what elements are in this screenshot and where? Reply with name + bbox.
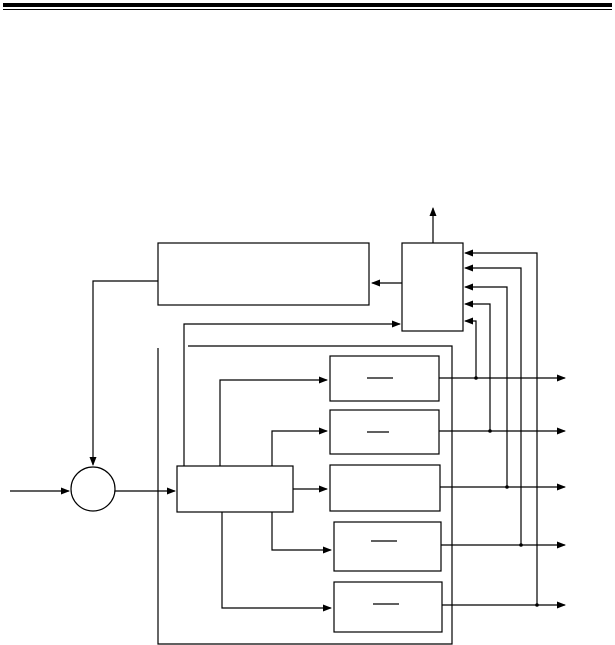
- tap-5: [464, 249, 538, 605]
- output-block-4: [333, 521, 442, 572]
- center-to-control-arrow: [183, 320, 401, 466]
- header-rule: [3, 3, 612, 10]
- branch-to-block-2: [271, 427, 328, 466]
- top-wide-block: [157, 242, 370, 306]
- tap-dot-5: [535, 603, 539, 607]
- tap-dot-3: [505, 485, 509, 489]
- summing-junction: [70, 466, 116, 512]
- top-right-block: [401, 242, 464, 332]
- tap-dot-4: [519, 543, 523, 547]
- tap-dot-1: [474, 376, 478, 380]
- output-block-2: [329, 409, 440, 455]
- tap-3: [464, 283, 508, 487]
- output-block-3: [329, 464, 441, 512]
- branch-to-block-1: [219, 376, 328, 466]
- tap-1: [464, 317, 477, 378]
- center-block: [176, 465, 294, 513]
- output-block-5: [333, 581, 443, 633]
- tap-dot-2: [488, 429, 492, 433]
- tap-4: [464, 264, 522, 545]
- tap-2: [464, 300, 491, 431]
- outer-frame: [157, 345, 453, 645]
- feedback-arrow: [89, 280, 158, 466]
- branch-to-block-4: [271, 512, 332, 554]
- branch-to-block-5: [221, 512, 332, 612]
